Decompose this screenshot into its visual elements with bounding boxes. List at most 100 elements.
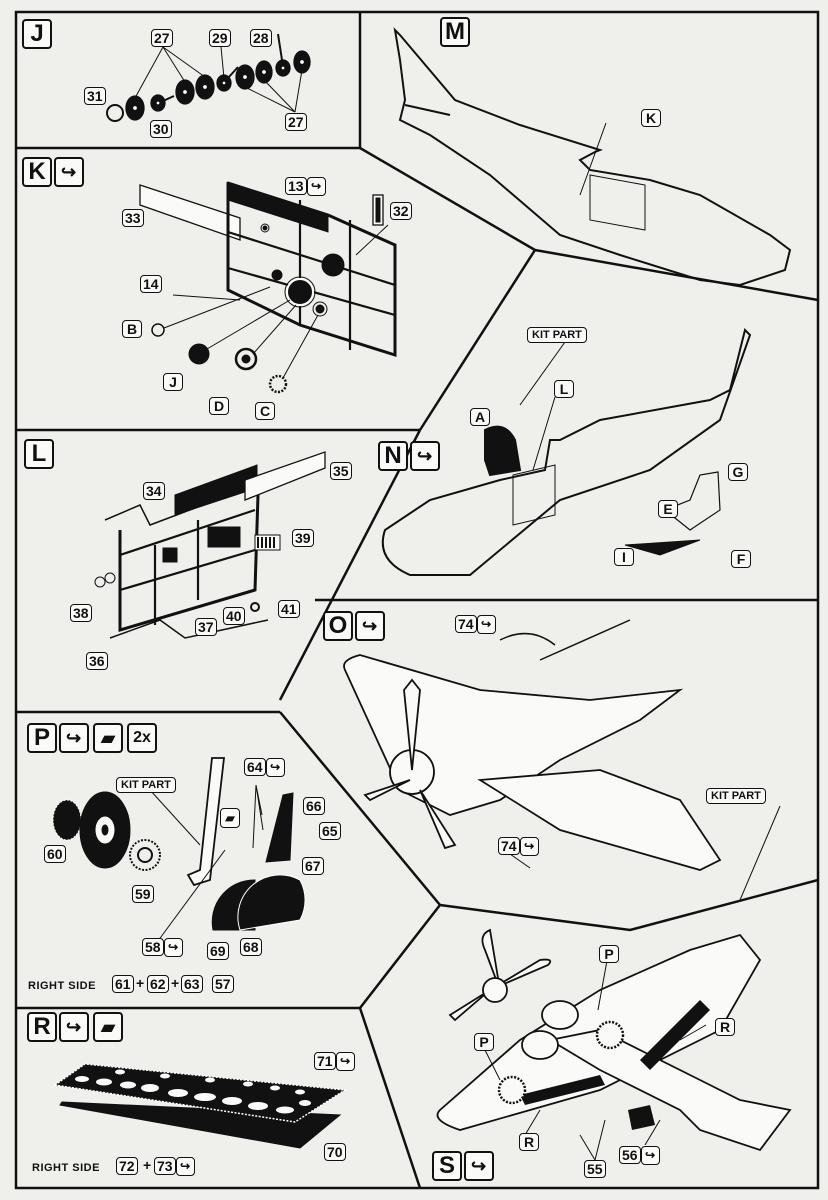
part-label: 62 [147, 975, 169, 993]
part-label: 34 [143, 482, 165, 500]
part-label: 13 [285, 177, 307, 195]
part-label: 64 [244, 758, 266, 776]
step-s-badge: S [432, 1151, 462, 1181]
fold-icon: ↩ [54, 157, 84, 187]
part-label: 55 [584, 1160, 606, 1178]
part-label: 74 [498, 837, 520, 855]
kit-part-label: KIT PART [706, 788, 766, 804]
part-label: A [470, 408, 490, 426]
sheet-frame [14, 10, 820, 1190]
step-o-badge: O [323, 611, 353, 641]
part-label: K [641, 109, 661, 127]
part-label: 58 [142, 938, 164, 956]
plus-sign: + [171, 975, 180, 991]
leader-lines [484, 122, 781, 1161]
step-n-badge: N [378, 441, 408, 471]
fold-icon: ↩ [164, 938, 183, 957]
fold-icon: ↩ [410, 441, 440, 471]
fold-icon: ↩ [59, 723, 89, 753]
step-k-art [139, 181, 397, 394]
fold-icon: ↩ [464, 1151, 494, 1181]
fold-icon: ↩ [520, 837, 539, 856]
paint-icon: ▰ [93, 1012, 123, 1042]
part-label: 67 [302, 857, 324, 875]
part-label: 74 [455, 615, 477, 633]
part-label: J [163, 373, 183, 391]
part-label: 38 [70, 604, 92, 622]
part-label: 66 [303, 797, 325, 815]
part-label: 37 [195, 618, 217, 636]
step-k-badge: K [22, 157, 52, 187]
step-j-badge: J [22, 19, 52, 49]
part-label: B [122, 320, 142, 338]
right-side-label: RIGHT SIDE [32, 1162, 100, 1174]
part-label: 60 [44, 845, 66, 863]
step-m-badge: M [440, 17, 470, 47]
plus-sign: + [143, 1157, 152, 1173]
fold-icon: ↩ [176, 1157, 195, 1176]
fold-icon: ↩ [641, 1146, 660, 1165]
step-l-badge: L [24, 439, 54, 469]
part-label: 72 [116, 1157, 138, 1175]
paint-icon: ▰ [220, 808, 240, 828]
part-label: D [209, 397, 229, 415]
part-label: I [614, 548, 634, 566]
fold-icon: ↩ [266, 758, 285, 777]
part-label: 65 [319, 822, 341, 840]
part-label: 70 [324, 1143, 346, 1161]
step-s-art [436, 928, 792, 1152]
part-label: 27 [151, 29, 173, 47]
step-r-art [53, 1063, 348, 1149]
part-label: 41 [278, 600, 300, 618]
divider-l-n [418, 249, 537, 431]
fold-icon: ↩ [59, 1012, 89, 1042]
step-p-badge: P [27, 723, 57, 753]
divider-r-s [359, 904, 441, 1009]
step-o-art [343, 619, 722, 871]
part-label: 40 [223, 607, 245, 625]
part-label: 57 [212, 975, 234, 993]
divider-o-s [439, 878, 819, 932]
part-label: P [474, 1033, 494, 1051]
divider-p-o [279, 711, 441, 906]
kit-part-label: KIT PART [116, 777, 176, 793]
part-label: P [599, 945, 619, 963]
part-label: C [255, 402, 275, 420]
fold-icon: ↩ [355, 611, 385, 641]
part-label: 39 [292, 529, 314, 547]
part-label: 27 [285, 113, 307, 131]
part-label: 59 [132, 885, 154, 903]
part-label: G [728, 463, 748, 481]
part-label: E [658, 500, 678, 518]
part-label: R [715, 1018, 735, 1036]
paint-icon: ▰ [93, 723, 123, 753]
step-r-badge: R [27, 1012, 57, 1042]
part-label: 73 [154, 1157, 176, 1175]
part-label: F [731, 550, 751, 568]
step-m-art [393, 27, 792, 287]
part-label: 14 [140, 275, 162, 293]
part-label: 68 [240, 938, 262, 956]
part-label: 56 [619, 1146, 641, 1164]
step-p-art [52, 757, 306, 946]
part-label: 71 [314, 1052, 336, 1070]
part-label: 36 [86, 652, 108, 670]
divider-r-s2 [358, 1007, 422, 1189]
part-label: 32 [390, 202, 412, 220]
part-label: 69 [207, 942, 229, 960]
divider-l-o [278, 429, 422, 701]
plus-sign: + [136, 975, 145, 991]
part-label: 28 [250, 29, 272, 47]
part-label: 30 [150, 120, 172, 138]
part-label: 63 [181, 975, 203, 993]
part-label: L [554, 380, 574, 398]
part-label: 29 [209, 29, 231, 47]
step-l-art [94, 451, 326, 639]
part-label: 35 [330, 462, 352, 480]
step-j-art [106, 33, 311, 122]
part-label: 31 [84, 87, 106, 105]
fold-icon: ↩ [336, 1052, 355, 1071]
right-side-label: RIGHT SIDE [28, 980, 96, 992]
